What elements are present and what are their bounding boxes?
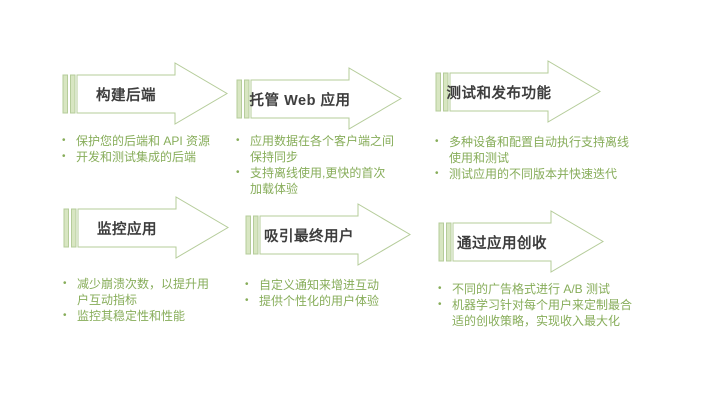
bullet-item: 应用数据在各个客户端之间保持同步: [234, 133, 397, 165]
right-arrow-icon: [245, 203, 411, 266]
step-card-host-web-app: 托管 Web 应用 应用数据在各个客户端之间保持同步 支持离线使用,更快的首次加…: [236, 67, 416, 197]
step-title: 测试和发布功能: [446, 85, 552, 102]
step-title: 构建后端: [96, 87, 156, 104]
bullet-item: 支持离线使用,更快的首次加载体验: [234, 165, 397, 197]
striped-arrow-shape: 吸引最终用户: [245, 203, 411, 266]
bullet-text: 测试应用的不同版本并快速迭代: [449, 167, 618, 181]
bullet-item: 提供个性化的用户体验: [243, 293, 410, 309]
right-arrow-icon: [438, 210, 604, 273]
bullet-text: 监控其稳定性和性能: [77, 309, 186, 323]
bullet-list: 应用数据在各个客户端之间保持同步 支持离线使用,更快的首次加载体验: [234, 133, 397, 197]
right-arrow-icon: [435, 60, 601, 123]
step-card-monitor-app: 监控应用 减少崩溃次数，以提升用户互动指标 监控其稳定性和性能: [61, 196, 229, 324]
bullet-text: 提供个性化的用户体验: [259, 294, 380, 308]
step-title: 托管 Web 应用: [249, 92, 351, 109]
step-card-engage-users: 吸引最终用户 自定义通知来增进互动 提供个性化的用户体验: [245, 203, 412, 309]
bullet-item: 机器学习针对每个用户来定制最合适的创收策略，实现收入最大化: [436, 297, 639, 329]
bullet-text: 自定义通知来增进互动: [259, 278, 380, 292]
striped-arrow-shape: 监控应用: [63, 196, 229, 259]
bullet-list: 减少崩溃次数，以提升用户互动指标 监控其稳定性和性能: [61, 276, 216, 324]
bullet-text: 开发和测试集成的后端: [76, 150, 197, 164]
bullet-list: 自定义通知来增进互动 提供个性化的用户体验: [243, 277, 410, 309]
striped-arrow-shape: 构建后端: [62, 62, 228, 125]
bullet-text: 机器学习针对每个用户来定制最合适的创收策略，实现收入最大化: [452, 298, 633, 328]
step-card-build-backend: 构建后端 保护您的后端和 API 资源 开发和测试集成的后端: [62, 62, 244, 165]
bullet-item: 保护您的后端和 API 资源: [60, 133, 225, 149]
step-card-monetize-app: 通过应用创收 不同的广告格式进行 A/B 测试 机器学习针对每个用户来定制最合适…: [438, 210, 641, 329]
bullet-text: 保护您的后端和 API 资源: [76, 134, 211, 148]
bullet-text: 不同的广告格式进行 A/B 测试: [452, 282, 611, 296]
bullet-item: 多种设备和配置自动执行支持离线使用和测试: [433, 134, 636, 166]
bullet-text: 应用数据在各个客户端之间保持同步: [250, 134, 395, 164]
bullet-text: 减少崩溃次数，以提升用户互动指标: [77, 277, 210, 307]
bullet-item: 减少崩溃次数，以提升用户互动指标: [61, 276, 216, 308]
bullet-item: 不同的广告格式进行 A/B 测试: [436, 281, 639, 297]
striped-arrow-shape: 测试和发布功能: [435, 60, 601, 123]
right-arrow-icon: [236, 67, 402, 130]
bullet-text: 多种设备和配置自动执行支持离线使用和测试: [449, 135, 630, 165]
striped-arrow-shape: 通过应用创收: [438, 210, 604, 273]
bullet-list: 多种设备和配置自动执行支持离线使用和测试 测试应用的不同版本并快速迭代: [433, 134, 636, 182]
striped-arrow-shape: 托管 Web 应用: [236, 67, 402, 130]
right-arrow-icon: [62, 62, 228, 125]
bullet-item: 自定义通知来增进互动: [243, 277, 410, 293]
bullet-item: 开发和测试集成的后端: [60, 149, 225, 165]
bullet-item: 监控其稳定性和性能: [61, 308, 216, 324]
bullet-list: 不同的广告格式进行 A/B 测试 机器学习针对每个用户来定制最合适的创收策略，实…: [436, 281, 639, 329]
bullet-item: 测试应用的不同版本并快速迭代: [433, 166, 636, 182]
step-title: 通过应用创收: [457, 235, 547, 252]
bullet-list: 保护您的后端和 API 资源 开发和测试集成的后端: [60, 133, 225, 165]
bullet-text: 支持离线使用,更快的首次加载体验: [250, 166, 386, 196]
step-card-test-release: 测试和发布功能 多种设备和配置自动执行支持离线使用和测试 测试应用的不同版本并快…: [435, 60, 638, 182]
step-title: 监控应用: [97, 221, 157, 238]
right-arrow-icon: [63, 196, 229, 259]
step-title: 吸引最终用户: [264, 228, 354, 245]
